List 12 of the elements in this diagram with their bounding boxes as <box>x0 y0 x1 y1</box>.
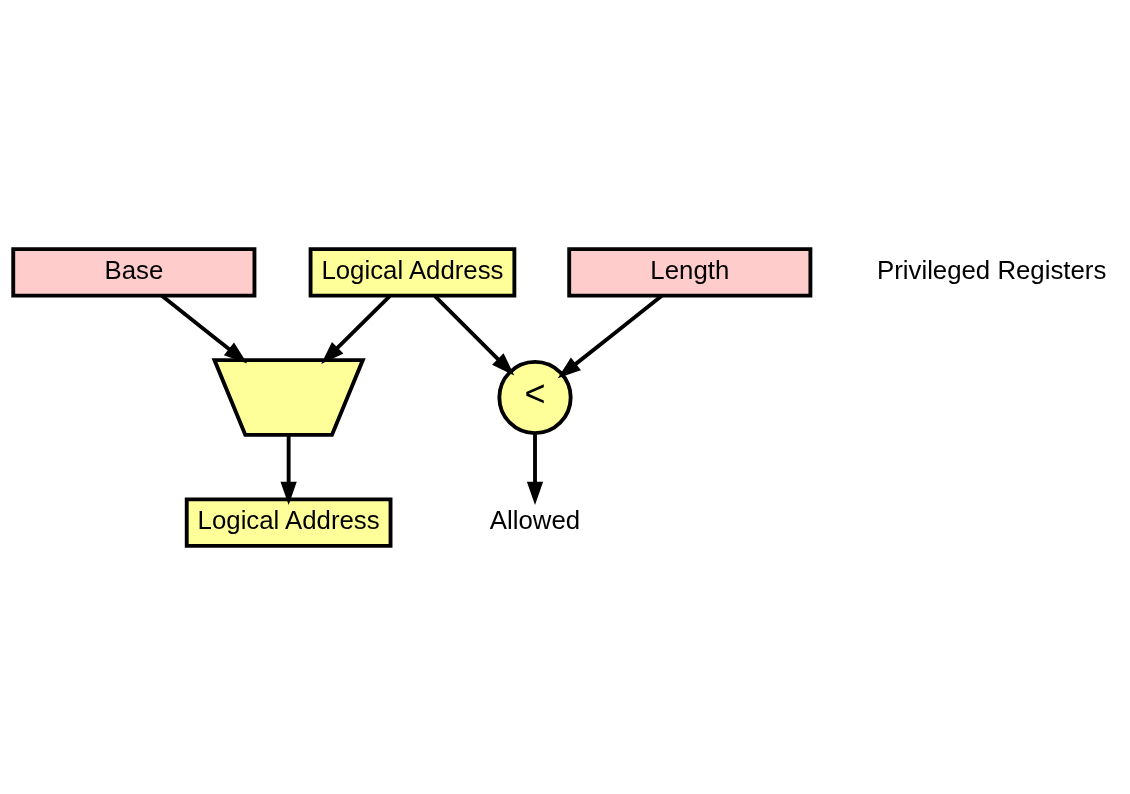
node-trapezoid <box>211 357 366 437</box>
node-box: Length <box>567 246 813 298</box>
label: Privileged Registers <box>877 255 1107 284</box>
arrow <box>526 432 544 505</box>
arrow <box>433 294 515 375</box>
node-box: Base <box>11 246 257 298</box>
node-box: Logical Address <box>308 246 517 298</box>
node-text: Allowed <box>489 505 581 534</box>
arrow <box>321 294 392 364</box>
node-box: Logical Address <box>184 496 393 548</box>
node-circle: < <box>497 359 573 435</box>
arrow <box>280 434 297 505</box>
